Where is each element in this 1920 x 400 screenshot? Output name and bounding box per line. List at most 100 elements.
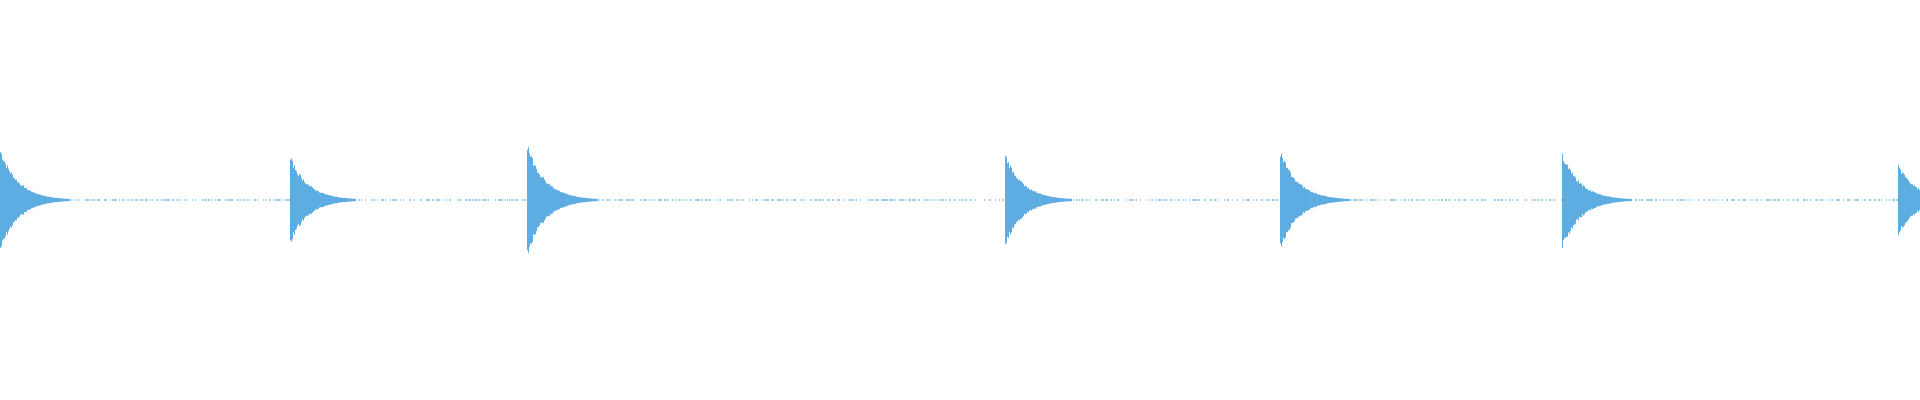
waveform-sample-column bbox=[1107, 199, 1108, 201]
waveform-sample-column bbox=[731, 199, 732, 201]
waveform-sample-column bbox=[465, 199, 466, 201]
waveform-sample-column bbox=[1892, 199, 1893, 201]
waveform-sample-column bbox=[1293, 177, 1294, 223]
waveform-sample-column bbox=[320, 192, 321, 208]
waveform-sample-column bbox=[1351, 199, 1352, 201]
waveform-sample-column bbox=[1913, 185, 1914, 215]
waveform-sample-column bbox=[472, 199, 473, 201]
waveform-sample-column bbox=[1338, 198, 1339, 202]
waveform-sample-column bbox=[767, 199, 768, 201]
waveform-sample-column bbox=[1539, 199, 1540, 201]
waveform-sample-column bbox=[739, 199, 740, 201]
waveform-sample-column bbox=[1355, 199, 1356, 201]
waveform-sample-column bbox=[1445, 199, 1446, 201]
waveform-sample-column bbox=[1502, 199, 1503, 201]
waveform-sample-column bbox=[29, 190, 30, 210]
waveform-sample-column bbox=[914, 199, 915, 201]
waveform-sample-column bbox=[591, 198, 592, 202]
waveform-sample-column bbox=[110, 199, 111, 201]
waveform-sample-column bbox=[1494, 199, 1495, 201]
waveform-sample-column bbox=[817, 199, 818, 201]
waveform-sample-column bbox=[1731, 199, 1732, 201]
waveform-sample-column bbox=[1497, 199, 1498, 201]
waveform-sample-column bbox=[587, 198, 588, 202]
waveform-sample-column bbox=[562, 192, 563, 208]
waveform-sample-column bbox=[203, 199, 204, 201]
waveform-sample-column bbox=[565, 193, 566, 207]
waveform-sample-column bbox=[869, 199, 870, 201]
waveform-sample-column bbox=[1878, 199, 1879, 201]
waveform-sample-column bbox=[710, 199, 711, 201]
waveform-sample-column bbox=[95, 199, 96, 201]
waveform-sample-column bbox=[51, 197, 52, 203]
waveform-sample-column bbox=[1205, 199, 1206, 201]
waveform-sample-column bbox=[349, 198, 350, 202]
waveform-sample-column bbox=[1550, 199, 1551, 201]
waveform-sample-column bbox=[99, 199, 100, 201]
waveform-sample-column bbox=[943, 199, 944, 201]
waveform-sample-column bbox=[1032, 190, 1033, 210]
waveform-sample-column bbox=[152, 199, 153, 201]
waveform-sample-column bbox=[779, 199, 780, 201]
waveform-sample-column bbox=[390, 199, 391, 201]
waveform-sample-column bbox=[622, 199, 623, 201]
waveform-sample-column bbox=[126, 199, 127, 201]
waveform-sample-column bbox=[1284, 160, 1285, 240]
waveform-sample-column bbox=[1915, 186, 1916, 214]
waveform-sample-column bbox=[73, 199, 74, 201]
waveform-sample-column bbox=[27, 189, 28, 211]
waveform-sample-column bbox=[1340, 198, 1341, 202]
waveform-sample-column bbox=[426, 199, 427, 201]
waveform-sample-column bbox=[1030, 189, 1031, 211]
waveform-sample-column bbox=[1110, 199, 1111, 201]
waveform-sample-column bbox=[254, 199, 255, 201]
waveform-sample-column bbox=[1901, 173, 1902, 227]
waveform-sample-column bbox=[832, 199, 833, 201]
waveform-sample-column bbox=[291, 158, 292, 242]
waveform-sample-column bbox=[1596, 193, 1597, 208]
waveform-sample-column bbox=[1232, 199, 1233, 201]
waveform-sample-column bbox=[1598, 193, 1599, 207]
waveform-sample-column bbox=[43, 195, 44, 205]
waveform-sample-column bbox=[1910, 183, 1911, 217]
waveform-sample-column bbox=[22, 184, 23, 216]
waveform-sample-column bbox=[1336, 197, 1337, 203]
waveform-sample-column bbox=[1668, 199, 1669, 201]
waveform-sample-column bbox=[1319, 194, 1320, 206]
waveform-sample-column bbox=[551, 185, 552, 215]
waveform-sample-column bbox=[646, 199, 647, 201]
waveform-sample-column bbox=[1131, 199, 1132, 201]
waveform-sample-column bbox=[1344, 198, 1345, 202]
waveform-sample-column bbox=[328, 195, 329, 205]
waveform-sample-column bbox=[79, 199, 80, 201]
waveform-sample-column bbox=[292, 160, 293, 240]
waveform-sample-column bbox=[1309, 190, 1310, 210]
waveform-sample-column bbox=[166, 199, 167, 201]
waveform-sample-column bbox=[1766, 199, 1767, 201]
waveform-sample-column bbox=[1648, 199, 1649, 201]
waveform-sample-column bbox=[334, 196, 335, 204]
waveform-sample-column bbox=[306, 184, 307, 216]
waveform-sample-column bbox=[499, 199, 500, 201]
waveform-sample-column bbox=[626, 199, 627, 201]
waveform-sample-column bbox=[821, 199, 822, 201]
waveform-sample-column bbox=[1037, 192, 1038, 208]
waveform-sample-column bbox=[1848, 199, 1849, 201]
waveform-sample-column bbox=[269, 199, 270, 201]
waveform-sample-column bbox=[414, 199, 415, 201]
waveform-sample-column bbox=[176, 199, 177, 201]
waveform-sample-column bbox=[889, 199, 890, 201]
waveform-sample-column bbox=[128, 199, 129, 201]
waveform-sample-column bbox=[1029, 189, 1030, 211]
waveform-sample-column bbox=[65, 198, 66, 202]
waveform-sample-column bbox=[790, 199, 791, 201]
waveform-sample-column bbox=[1291, 176, 1292, 224]
waveform-sample-column bbox=[586, 197, 587, 203]
waveform-sample-column bbox=[302, 180, 303, 220]
waveform-sample-column bbox=[1237, 199, 1238, 201]
waveform-sample-column bbox=[1294, 178, 1295, 222]
waveform-sample-column bbox=[1595, 192, 1596, 208]
waveform-sample-column bbox=[707, 199, 708, 201]
waveform-sample-column bbox=[955, 199, 956, 201]
